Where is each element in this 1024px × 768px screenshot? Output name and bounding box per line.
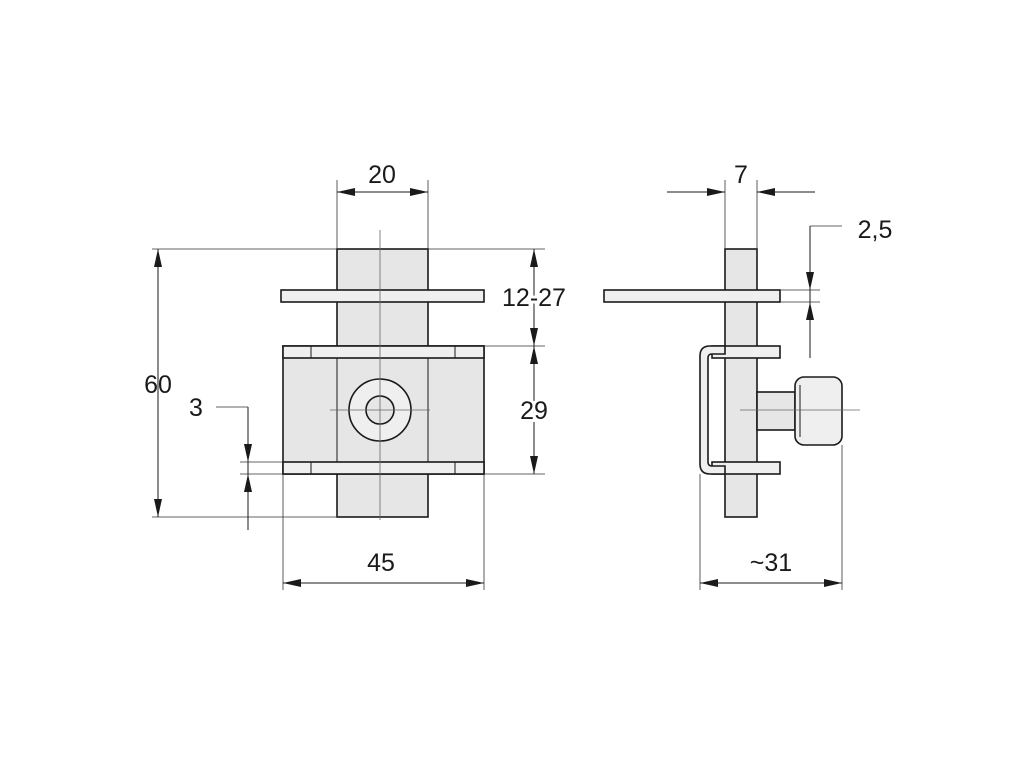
dim-offset: 3 <box>189 394 203 422</box>
dim-top-width: 20 <box>368 161 396 189</box>
dim-depth: ~31 <box>750 549 792 577</box>
dim-overall-height: 60 <box>144 371 172 399</box>
dim-overall-width: 45 <box>367 549 395 577</box>
side-bracket <box>699 345 726 475</box>
front-view: 20 60 3 12-27 29 45 <box>144 161 569 590</box>
dim-clamp-range: 12-27 <box>502 284 566 312</box>
dim-block-height: 29 <box>520 397 548 425</box>
dim-thickness: 7 <box>734 161 748 189</box>
dim-plate-thickness: 2,5 <box>858 216 893 244</box>
front-lower-jaw <box>282 461 485 475</box>
side-screw-shaft <box>756 391 796 431</box>
side-screw-knob <box>794 376 843 446</box>
front-top-plate <box>280 289 485 303</box>
side-top-plate <box>603 289 781 303</box>
front-upper-jaw <box>282 345 485 359</box>
side-view: 7 2,5 ~31 <box>603 161 893 590</box>
